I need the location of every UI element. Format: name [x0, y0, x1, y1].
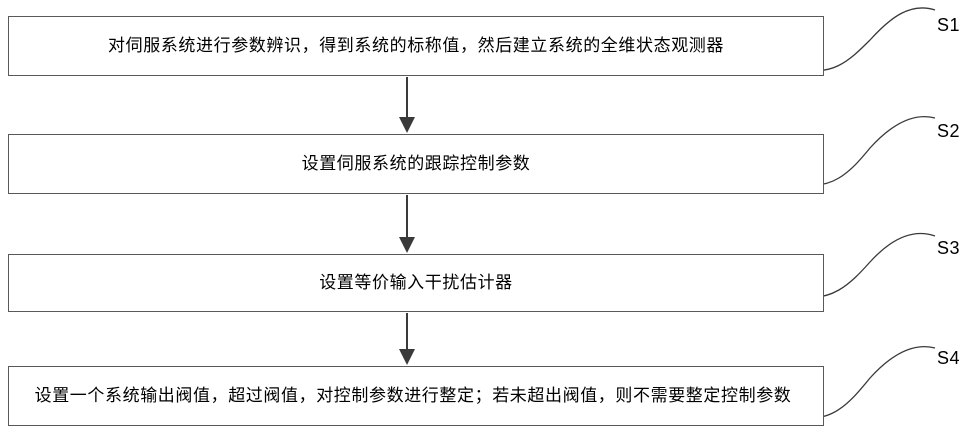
step-label-s1: S1 — [937, 15, 960, 36]
step-box-s2: 设置伺服系统的跟踪控制参数 — [8, 134, 824, 194]
step-box-s3: 设置等价输入干扰估计器 — [8, 254, 824, 312]
step-text-s1: 对伺服系统进行参数辨识，得到系统的标称值，然后建立系统的全维状态观测器 — [108, 34, 724, 58]
step-text-s4: 设置一个系统输出阀值，超过阀值，对控制参数进行整定；若未超出阀值，则不需要整定控… — [29, 383, 804, 409]
step-text-s3: 设置等价输入干扰估计器 — [319, 271, 513, 295]
step-label-s3: S3 — [937, 238, 960, 259]
step-box-s4: 设置一个系统输出阀值，超过阀值，对控制参数进行整定；若未超出阀值，则不需要整定控… — [8, 366, 824, 426]
step-label-s4: S4 — [937, 348, 960, 369]
step-box-s1: 对伺服系统进行参数辨识，得到系统的标称值，然后建立系统的全维状态观测器 — [8, 16, 824, 76]
step-text-s2: 设置伺服系统的跟踪控制参数 — [302, 152, 531, 176]
step-label-s2: S2 — [937, 121, 960, 142]
